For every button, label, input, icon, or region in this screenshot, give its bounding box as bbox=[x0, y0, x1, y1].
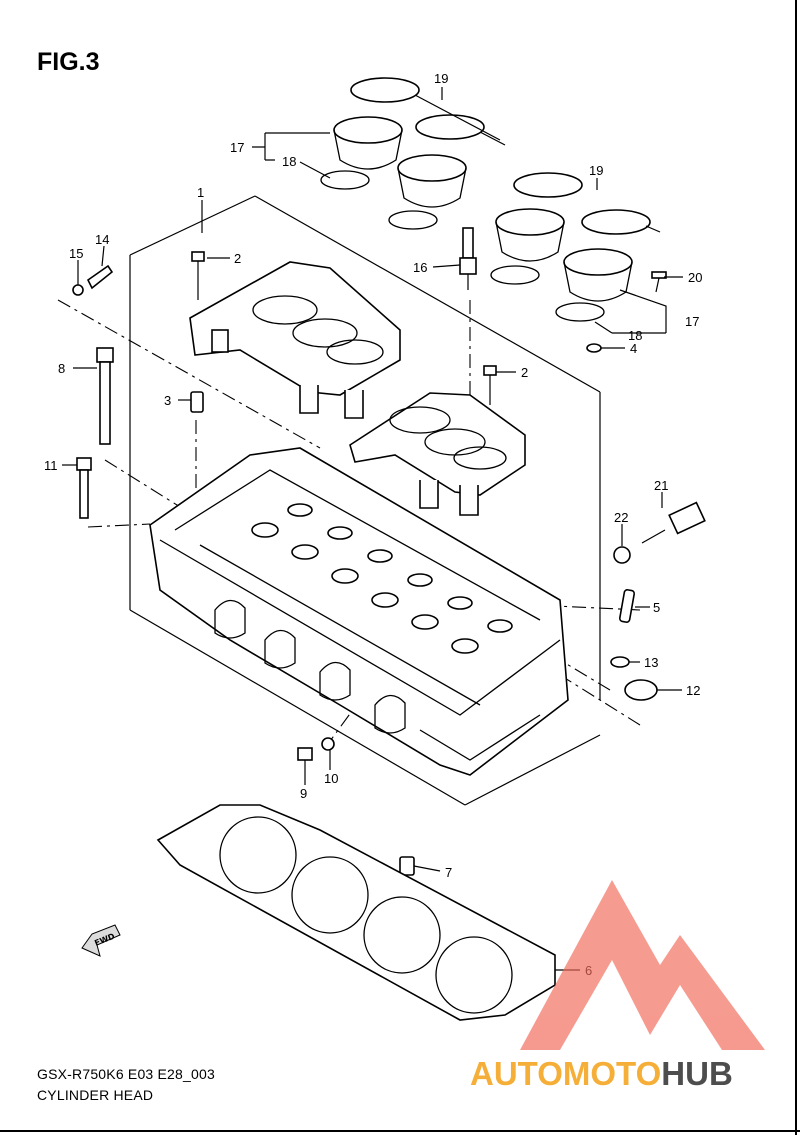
callout-2-upper: 2 bbox=[234, 251, 241, 266]
watermark-text: AUTOMOTOHUB bbox=[470, 1055, 733, 1092]
gasket-15 bbox=[72, 284, 84, 296]
callout-15: 15 bbox=[69, 246, 83, 261]
intake-pipes bbox=[333, 116, 633, 302]
callout-19-left: 19 bbox=[434, 71, 448, 86]
watermark-text-part1: AUTOMOTO bbox=[470, 1055, 661, 1092]
callout-8: 8 bbox=[58, 361, 65, 376]
intake-clamps bbox=[350, 77, 661, 235]
callout-16: 16 bbox=[413, 260, 427, 275]
callout-2-lower: 2 bbox=[521, 365, 528, 380]
watermark-text-part2: HUB bbox=[661, 1055, 733, 1092]
callout-5: 5 bbox=[653, 600, 660, 615]
callout-12: 12 bbox=[686, 683, 700, 698]
cylinder-head-reference-box bbox=[129, 195, 601, 806]
bolt-2-upper bbox=[191, 251, 205, 300]
o-ring-12 bbox=[624, 679, 658, 701]
o-ring-13 bbox=[610, 656, 630, 668]
intake-o-rings bbox=[320, 170, 605, 322]
temperature-sensor-21 bbox=[641, 501, 706, 544]
model-code-caption: GSX-R750K6 E03 E28_003 bbox=[37, 1066, 215, 1082]
automotohub-watermark: AUTOMOTOHUB bbox=[470, 880, 765, 1092]
camshaft-housing-upper-right bbox=[349, 392, 526, 516]
camshaft-housing-upper-left bbox=[189, 261, 401, 419]
pipe-5 bbox=[618, 589, 636, 623]
callout-4: 4 bbox=[630, 341, 637, 356]
leader-lines bbox=[62, 87, 683, 971]
callout-14: 14 bbox=[95, 232, 109, 247]
forward-direction-arrow: FWD bbox=[81, 924, 121, 957]
bolt-8 bbox=[96, 347, 114, 445]
gasket-22 bbox=[613, 546, 631, 564]
spark-plug-16 bbox=[459, 227, 477, 290]
callout-3: 3 bbox=[164, 393, 171, 408]
dowel-pin-3 bbox=[190, 391, 204, 413]
callout-10: 10 bbox=[324, 771, 338, 786]
callout-17-right: 17 bbox=[685, 314, 699, 329]
callout-18-left: 18 bbox=[282, 154, 296, 169]
callout-19-right: 19 bbox=[589, 163, 603, 178]
callout-21: 21 bbox=[654, 478, 668, 493]
washer-10 bbox=[321, 737, 335, 751]
callout-7: 7 bbox=[445, 865, 452, 880]
exhaust-ports bbox=[214, 599, 406, 734]
bolt-9 bbox=[297, 747, 313, 775]
intake-pipe bbox=[495, 208, 565, 262]
callout-1: 1 bbox=[197, 185, 204, 200]
intake-pipe bbox=[397, 154, 467, 208]
screw-20 bbox=[651, 271, 667, 293]
callout-18-right: 18 bbox=[628, 328, 642, 343]
callout-11: 11 bbox=[44, 458, 58, 473]
bolt-2-lower bbox=[483, 365, 497, 405]
dowel-pin-7 bbox=[399, 856, 415, 876]
washer-4 bbox=[586, 343, 602, 353]
intake-pipe bbox=[563, 248, 633, 302]
intake-pipe bbox=[333, 116, 403, 170]
cylinder-head-gasket bbox=[156, 804, 556, 1021]
part-group-caption: CYLINDER HEAD bbox=[37, 1087, 154, 1103]
callout-20: 20 bbox=[688, 270, 702, 285]
bolt-11 bbox=[76, 457, 92, 519]
callout-22: 22 bbox=[614, 510, 628, 525]
callout-9: 9 bbox=[300, 786, 307, 801]
valve-lifters bbox=[251, 503, 513, 654]
callout-13: 13 bbox=[644, 655, 658, 670]
union-14 bbox=[86, 264, 114, 290]
callout-numbers: 1 2 2 3 4 5 6 7 8 9 10 11 12 13 14 15 16… bbox=[44, 71, 702, 978]
callout-17-left: 17 bbox=[230, 140, 244, 155]
watermark-logo-mark bbox=[520, 880, 765, 1050]
cylinder-head-body bbox=[149, 447, 569, 776]
figure-label: FIG.3 bbox=[37, 48, 100, 76]
